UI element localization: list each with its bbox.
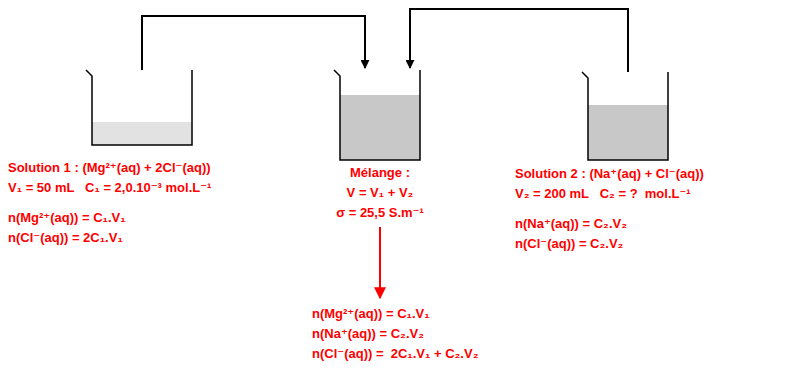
solution-heading: Solution 2 : (Na⁺(aq) + Cl⁻(aq)) [515, 164, 797, 184]
beaker-node: Mélange :V = V₁ + V₂σ = 25,5 S.m⁻¹ [300, 70, 460, 223]
formula-line: n(Mg²⁺(aq)) = C₁.V₁ [8, 208, 308, 228]
beaker-node: Solution 1 : (Mg²⁺(aq) + 2Cl⁻(aq))V₁ = 5… [8, 70, 308, 248]
liquid [92, 122, 192, 145]
beaker-outline [334, 70, 420, 160]
formula-line: V₂ = 200 mL C₂ = ? mol.L⁻¹ [515, 184, 797, 204]
beaker-node: Solution 2 : (Na⁺(aq) + Cl⁻(aq))V₂ = 200… [515, 72, 797, 254]
formula-line: n(Mg²⁺(aq)) = C₁.V₁ [312, 304, 612, 324]
formula-line: σ = 25,5 S.m⁻¹ [300, 203, 460, 223]
formula-line: V₁ = 50 mL C₁ = 2,0.10⁻³ mol.L⁻¹ [8, 178, 308, 198]
beaker-drawing [332, 68, 428, 164]
beaker-outline [86, 70, 192, 145]
liquid [340, 95, 420, 160]
solution-heading: Solution 1 : (Mg²⁺(aq) + 2Cl⁻(aq)) [8, 158, 308, 178]
formula-line: n(Cl⁻(aq)) = 2C₁.V₁ + C₂.V₂ [312, 344, 612, 364]
connector [379, 227, 381, 298]
liquid [588, 105, 668, 160]
connector [410, 9, 628, 72]
beaker-outline [582, 72, 668, 160]
formula-line: n(Na⁺(aq)) = C₂.V₂ [312, 324, 612, 344]
result-block: n(Mg²⁺(aq)) = C₁.V₁n(Na⁺(aq)) = C₂.V₂n(C… [312, 300, 612, 364]
connector [142, 16, 365, 70]
beaker-drawing [84, 68, 200, 149]
formula-line: V = V₁ + V₂ [300, 183, 460, 203]
formula-line: n(Cl⁻(aq)) = C₂.V₂ [515, 234, 797, 254]
formula-line: n(Na⁺(aq)) = C₂.V₂ [515, 214, 797, 234]
beaker-drawing [580, 70, 676, 164]
formula-line: n(Cl⁻(aq)) = 2C₁.V₁ [8, 228, 308, 248]
solution-heading: Mélange : [300, 163, 460, 183]
